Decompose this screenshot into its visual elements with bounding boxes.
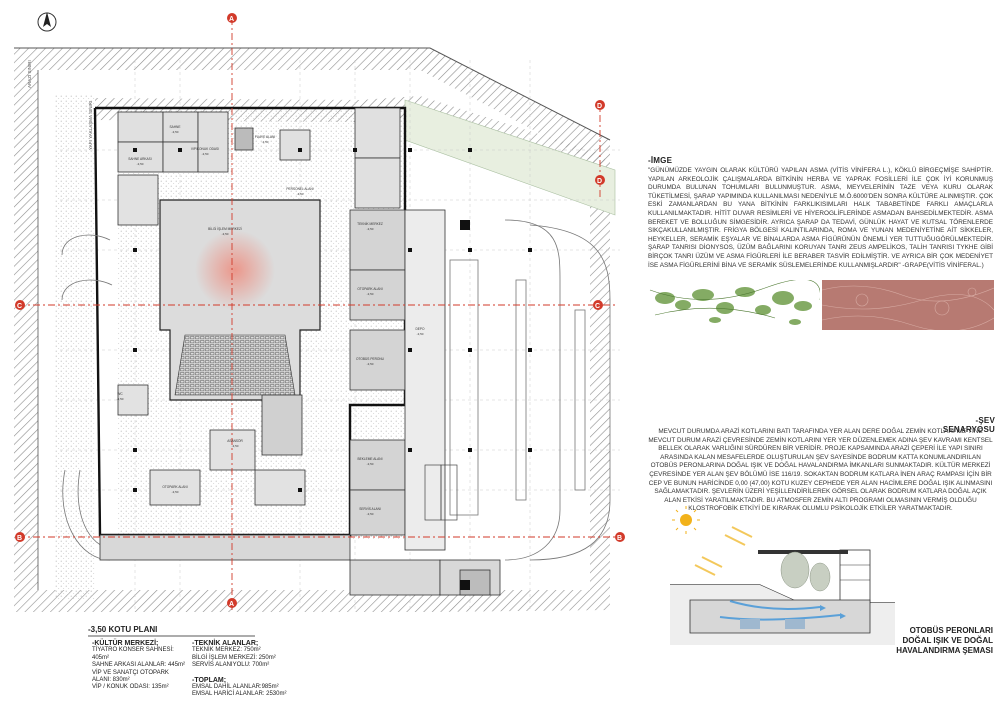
section-marker-b-left: B: [15, 532, 25, 542]
level-tag: -3,50: [202, 152, 209, 156]
building-approach-label: YAPI YAKLAŞMA SINIRI: [88, 101, 93, 150]
level-tag: -3,50: [137, 162, 144, 166]
svg-text:D: D: [597, 178, 602, 185]
level-tag: -3,50: [172, 490, 179, 494]
section-marker-d-top: D: [595, 100, 605, 110]
schema-caption-line: DOĞAL IŞIK VE DOĞAL: [902, 636, 993, 645]
site-boundary-label: ARAZİ SINIRI: [26, 60, 32, 88]
natural-light-ventilation-section: [670, 506, 895, 645]
slope-scenario-paragraph: MEVCUT DURUMDA ARAZİ KOTLARINI BATI TARA…: [648, 428, 993, 513]
level-tag: -3,50: [367, 512, 374, 516]
culture-item: VİP VE SANATÇI OTOPARK ALANI: 830m²: [92, 669, 169, 684]
total-heading: -TOPLAM;: [192, 676, 227, 684]
room-label: BEKLEME ALANI: [358, 457, 383, 461]
section-marker-a-bottom: A: [227, 598, 237, 608]
level-tag: -3,50: [367, 227, 374, 231]
imge-heading: -İMGE: [648, 156, 673, 165]
level-tag: -3,50: [417, 332, 424, 336]
vine-leaves-image: [645, 280, 820, 330]
svg-text:B: B: [17, 535, 22, 542]
total-item: EMSAL DAHİL ALANLAR:985m²: [192, 684, 279, 691]
room-label: SAHNE ARKASI: [128, 157, 151, 161]
room-label: SERVİS ALANI: [359, 506, 381, 511]
technical-item: BİLGİ İŞLEM MERKEZİ: 250m²: [192, 654, 276, 661]
section-marker-b-right: B: [615, 532, 625, 542]
technical-item: SERVİS ALANIYOLU: 700m²: [192, 662, 270, 669]
room-label: VIP/KONUK ODASI: [191, 147, 219, 151]
room-label: PERSONEL ALANI: [286, 187, 313, 191]
svg-text:C: C: [595, 303, 600, 310]
level-tag: -3,50: [367, 462, 374, 466]
level-tag: -3,50: [262, 140, 269, 144]
culture-item: VİP / KONUK ODASI: 135m²: [92, 684, 169, 691]
section-marker-d-mid: D: [595, 175, 605, 185]
svg-text:B: B: [617, 535, 622, 542]
room-label: ASANSÖR: [227, 439, 243, 443]
bottom-strip-rooms: [99, 534, 501, 596]
section-marker-c-left: C: [15, 300, 25, 310]
section-marker-a-top: A: [227, 13, 237, 23]
room-label: DEPO: [415, 327, 425, 331]
schema-caption-line: HAVALANDIRMA ŞEMASI: [896, 646, 993, 655]
stone-relief-texture-image: [822, 280, 994, 330]
bus-platforms: [449, 219, 611, 561]
imge-paragraph: "GÜNÜMÜZDE YAYGIN OLARAK KÜLTÜRÜ YAPILAN…: [648, 167, 993, 269]
room-label: BİLGİ İŞLEM MERKEZİ: [208, 226, 242, 231]
top-rooms: [117, 107, 401, 209]
level-tag: -3,50: [297, 192, 304, 196]
theatre-block: [159, 199, 321, 456]
left-column-rooms: [117, 174, 306, 506]
north-arrow-icon: [37, 12, 57, 32]
culture-center-heading: -KÜLTÜR MERKEZİ;: [92, 640, 159, 647]
level-tag: -3,50: [172, 130, 179, 134]
room-label: FUAYE ALANI: [255, 135, 275, 139]
total-item: EMSAL HARİCİ ALANLAR: 2530m²: [192, 691, 287, 698]
structural-columns: [133, 148, 532, 590]
svg-text:D: D: [597, 103, 602, 110]
slope-scenario-heading: -ŞEV SENARYOSU: [942, 416, 995, 434]
schema-caption-line: OTOBÜS PERONLARI: [909, 626, 993, 635]
level-tag: -3,50: [367, 292, 374, 296]
room-label: TEKNİK MERKEZ: [357, 221, 383, 226]
room-label: OTOPARK ALANI: [162, 485, 187, 489]
technical-areas-heading: -TEKNİK ALANLAR;: [192, 640, 259, 647]
technical-item: TEKNİK MERKEZ: 750m²: [192, 647, 261, 654]
level-tag: -3,50: [232, 444, 239, 448]
room-label: OTOBÜS PERONU: [356, 357, 385, 361]
svg-text:A: A: [229, 16, 234, 23]
right-column-rooms: [349, 209, 446, 551]
room-label: WC: [117, 392, 123, 396]
sun-icon: [672, 506, 700, 534]
level-tag: -3,50: [222, 232, 229, 236]
svg-text:C: C: [17, 303, 22, 310]
culture-item: TİYATRO KONSER SAHNESİ: 405m²: [92, 647, 174, 661]
plan-title: -3,50 KOTU PLANI: [88, 625, 157, 634]
escalator: [424, 464, 458, 521]
svg-text:A: A: [229, 601, 234, 608]
room-label: SAHNE: [170, 125, 181, 129]
culture-item: SAHNE ARKASI ALANLAR: 445m²: [92, 662, 186, 669]
schema-caption: OTOBÜS PERONLARI DOĞAL IŞIK VE DOĞAL HAV…: [825, 626, 993, 656]
landscape-dotted-area: [55, 95, 95, 600]
level-tag: -3,50: [117, 397, 124, 401]
room-label: OTOPARK ALANI: [357, 287, 382, 291]
section-marker-c-right: C: [593, 300, 603, 310]
section-lines: [18, 18, 615, 612]
level-tag: -3,50: [367, 362, 374, 366]
floor-plan-drawing: A A C C B B D D ARAZİ SINIRI YAPI YAKLAŞ…: [14, 12, 625, 637]
